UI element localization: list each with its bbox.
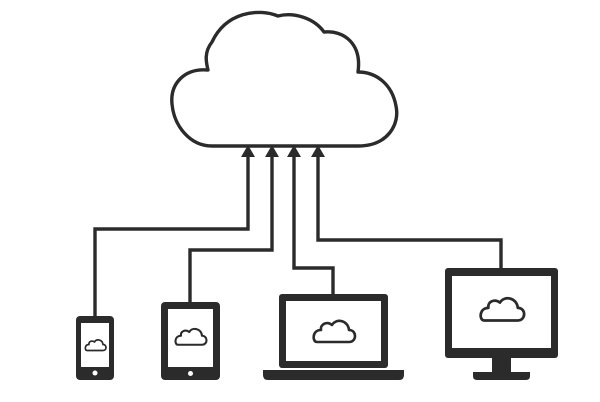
connector-phone [93,145,255,318]
mini-cloud-icon [312,319,357,344]
cloud-icon [170,10,399,148]
smartphone-icon [76,316,114,380]
arrow-up-icon [287,145,301,157]
laptop-icon [263,294,404,380]
desktop-monitor-icon [445,268,558,380]
connector-laptop [287,145,335,296]
mini-cloud-icon [84,339,107,352]
mini-cloud-icon [479,296,526,322]
mini-cloud-icon [174,327,208,346]
arrow-up-icon [241,145,255,157]
arrow-up-icon [265,145,279,157]
connector-monitor [311,145,503,269]
tablet-icon [161,302,220,380]
arrow-up-icon [311,145,325,157]
connector-tablet [188,145,279,303]
